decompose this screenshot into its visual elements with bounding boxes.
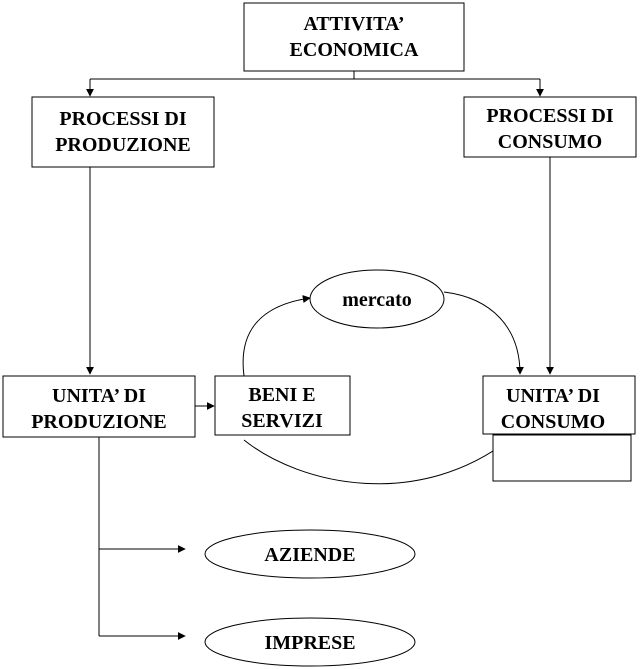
- arrow-beni-to-mercato: [242, 295, 311, 377]
- node-unita-produzione-line1: UNITA’ DI: [52, 385, 146, 407]
- node-imprese: IMPRESE: [204, 617, 416, 667]
- node-aziende-ellipse: [204, 529, 416, 579]
- node-attivita-economica-line1: ATTIVITA’: [303, 13, 404, 35]
- node-mercato-ellipse: [309, 269, 445, 329]
- node-processi-produzione-line2: PRODUZIONE: [55, 134, 191, 156]
- arrow-beni-to-unita-consumo: [243, 435, 515, 485]
- arrow-mercato-to-unita-consumo: [443, 291, 524, 375]
- node-attivita-economica-line2: ECONOMICA: [290, 39, 419, 61]
- connectors: [86, 71, 554, 640]
- node-mercato: mercato: [309, 269, 445, 329]
- node-mercato-label: mercato: [342, 289, 412, 311]
- node-unita-consumo: UNITA’ DI CONSUMO: [482, 375, 636, 482]
- node-processi-produzione-box: [31, 96, 215, 168]
- node-aziende: AZIENDE: [204, 529, 416, 579]
- node-unita-produzione-box: [2, 375, 196, 438]
- node-processi-produzione: PROCESSI DI PRODUZIONE: [31, 96, 215, 168]
- node-processi-consumo: PROCESSI DI CONSUMO: [463, 96, 637, 158]
- node-unita-produzione: UNITA’ DI PRODUZIONE: [2, 375, 196, 438]
- node-processi-produzione-line1: PROCESSI DI: [59, 108, 186, 130]
- node-attivita-economica: ATTIVITA’ ECONOMICA: [243, 2, 465, 72]
- node-attivita-economica-box: [243, 2, 465, 72]
- node-unita-produzione-line2: PRODUZIONE: [31, 411, 167, 433]
- node-beni-servizi: BENI E SERVIZI: [214, 375, 351, 436]
- node-unita-consumo-line1: UNITA’ DI: [506, 385, 600, 407]
- node-processi-consumo-box: [463, 96, 637, 158]
- node-beni-servizi-line1: BENI E: [248, 384, 315, 406]
- node-aziende-label: AZIENDE: [264, 544, 355, 566]
- node-unita-consumo-line2: CONSUMO: [501, 411, 605, 433]
- node-processi-consumo-line1: PROCESSI DI: [486, 105, 613, 127]
- node-imprese-ellipse: [204, 617, 416, 667]
- node-processi-consumo-line2: CONSUMO: [498, 131, 602, 153]
- node-unita-consumo-extra-box: [492, 434, 632, 482]
- node-beni-servizi-line2: SERVIZI: [241, 410, 323, 432]
- node-unita-consumo-box: [482, 375, 636, 435]
- node-beni-servizi-box: [214, 375, 351, 436]
- node-imprese-label: IMPRESE: [264, 632, 355, 654]
